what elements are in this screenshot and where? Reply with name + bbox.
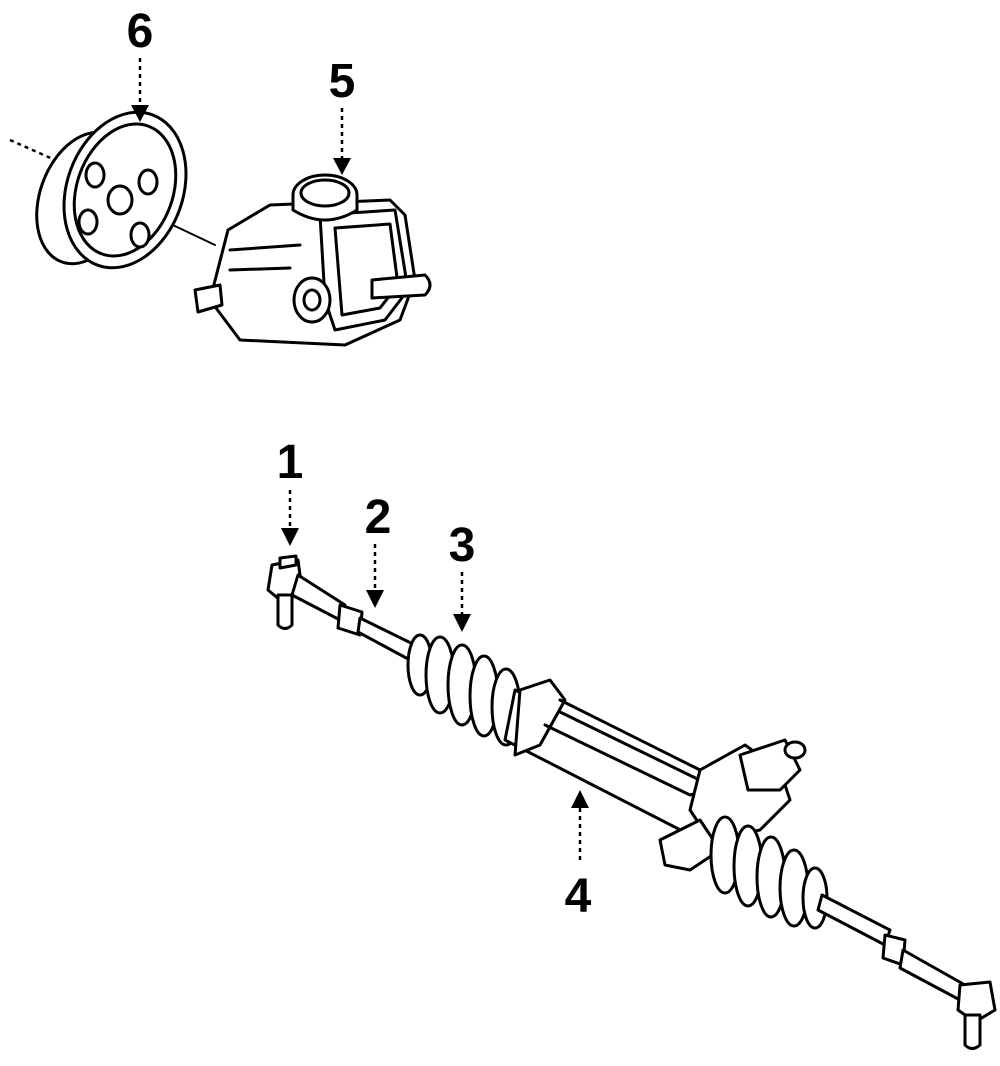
callout-label-1: 1 — [277, 436, 304, 489]
callout-label-4: 4 — [565, 870, 592, 923]
callout-label-3: 3 — [449, 519, 476, 572]
callout-arrow-6 — [131, 105, 149, 122]
boot — [406, 633, 522, 747]
tie-rod-end-outer — [266, 554, 347, 630]
callout-arrow-3 — [453, 614, 471, 632]
steering-rack-assembly — [266, 554, 997, 1050]
callout-arrow-1 — [281, 528, 299, 546]
callout-arrow-5 — [333, 158, 351, 175]
callout-label-6: 6 — [127, 5, 154, 58]
callout-arrow-4 — [571, 790, 589, 808]
pump-pulley — [9, 110, 216, 270]
jam-nut — [336, 603, 364, 637]
pulley-axis-line — [9, 138, 56, 162]
callout-label-2: 2 — [365, 491, 392, 544]
callout-arrow-2 — [366, 590, 384, 608]
callout-label-5: 5 — [329, 55, 356, 108]
power-steering-pump — [193, 173, 432, 347]
